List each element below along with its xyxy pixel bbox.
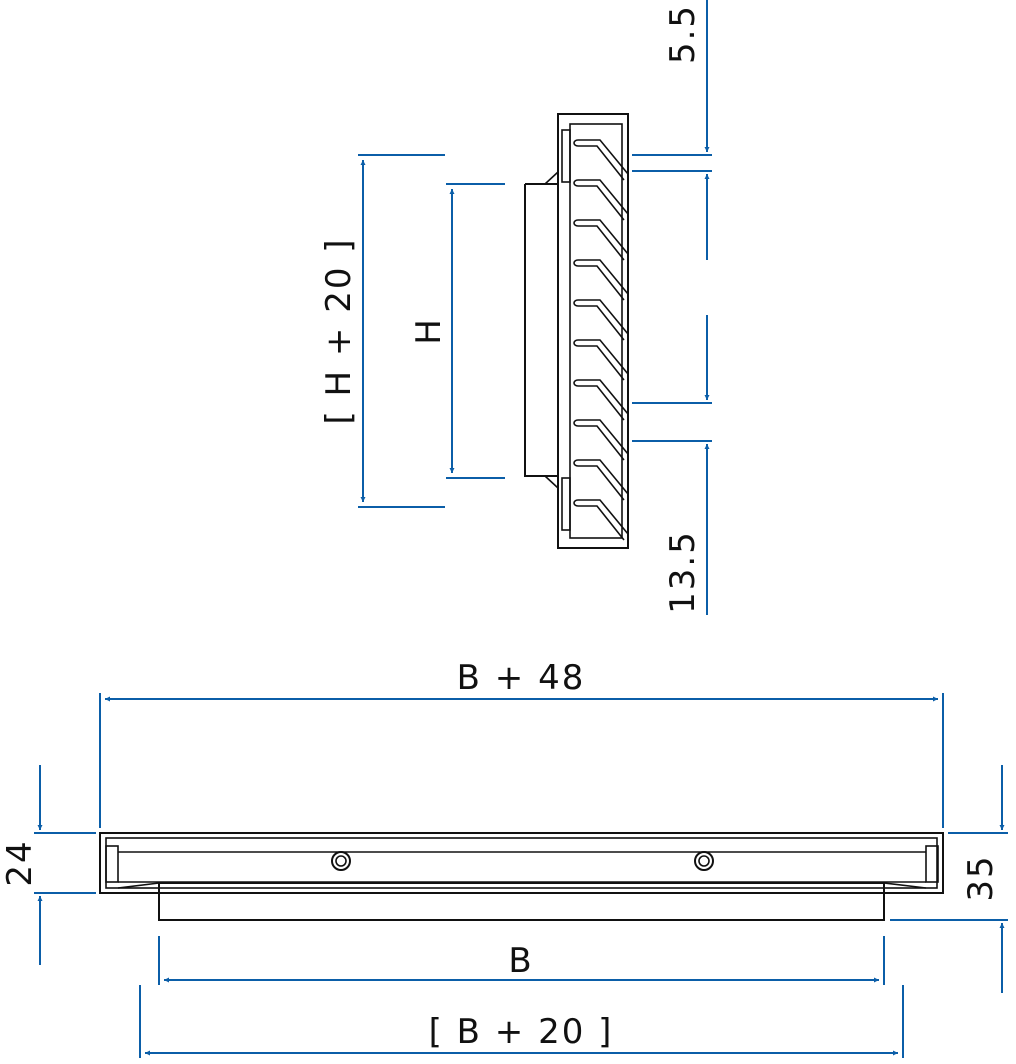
total-depth-dimension: 35 <box>890 765 1008 993</box>
width-label: B <box>508 941 533 981</box>
inner-height-dimension: H <box>409 183 505 479</box>
screw-hole <box>694 851 714 871</box>
outer-width-dimension: [ B + 20 ] <box>139 985 904 1058</box>
overall-width-label: B + 48 <box>457 658 586 698</box>
frame-depth-dimension: 24 <box>0 765 96 965</box>
outer-height-label: [ H + 20 ] <box>319 237 359 424</box>
louvre-blades <box>573 139 629 541</box>
side-section-view <box>524 113 629 549</box>
outer-height-dimension: [ H + 20 ] <box>319 154 445 508</box>
louvre-blade <box>578 299 629 341</box>
louvre-blade <box>578 379 629 421</box>
louvre-blade <box>578 339 629 381</box>
top-gap-dimension: 5.5 <box>632 0 712 260</box>
louvre-blade <box>578 459 629 501</box>
outer-width-label: [ B + 20 ] <box>429 1012 614 1052</box>
screw-hole <box>331 851 351 871</box>
bottom-gap-label: 13.5 <box>663 530 703 614</box>
louvre-blade <box>578 179 629 221</box>
front-view <box>99 832 944 921</box>
louvre-blade <box>578 419 629 461</box>
louvre-blade <box>578 219 629 261</box>
top-gap-label: 5.5 <box>663 4 703 64</box>
louvre-blade <box>578 499 629 541</box>
bottom-gap-dimension: 13.5 <box>632 315 712 615</box>
louvre-blade <box>578 259 629 301</box>
width-dimension: B <box>158 936 885 985</box>
overall-width-dimension: B + 48 <box>99 658 944 828</box>
louvre-blade <box>578 139 629 181</box>
total-depth-label: 35 <box>961 854 1001 901</box>
frame-depth-label: 24 <box>0 839 40 886</box>
inner-height-label: H <box>409 317 449 345</box>
